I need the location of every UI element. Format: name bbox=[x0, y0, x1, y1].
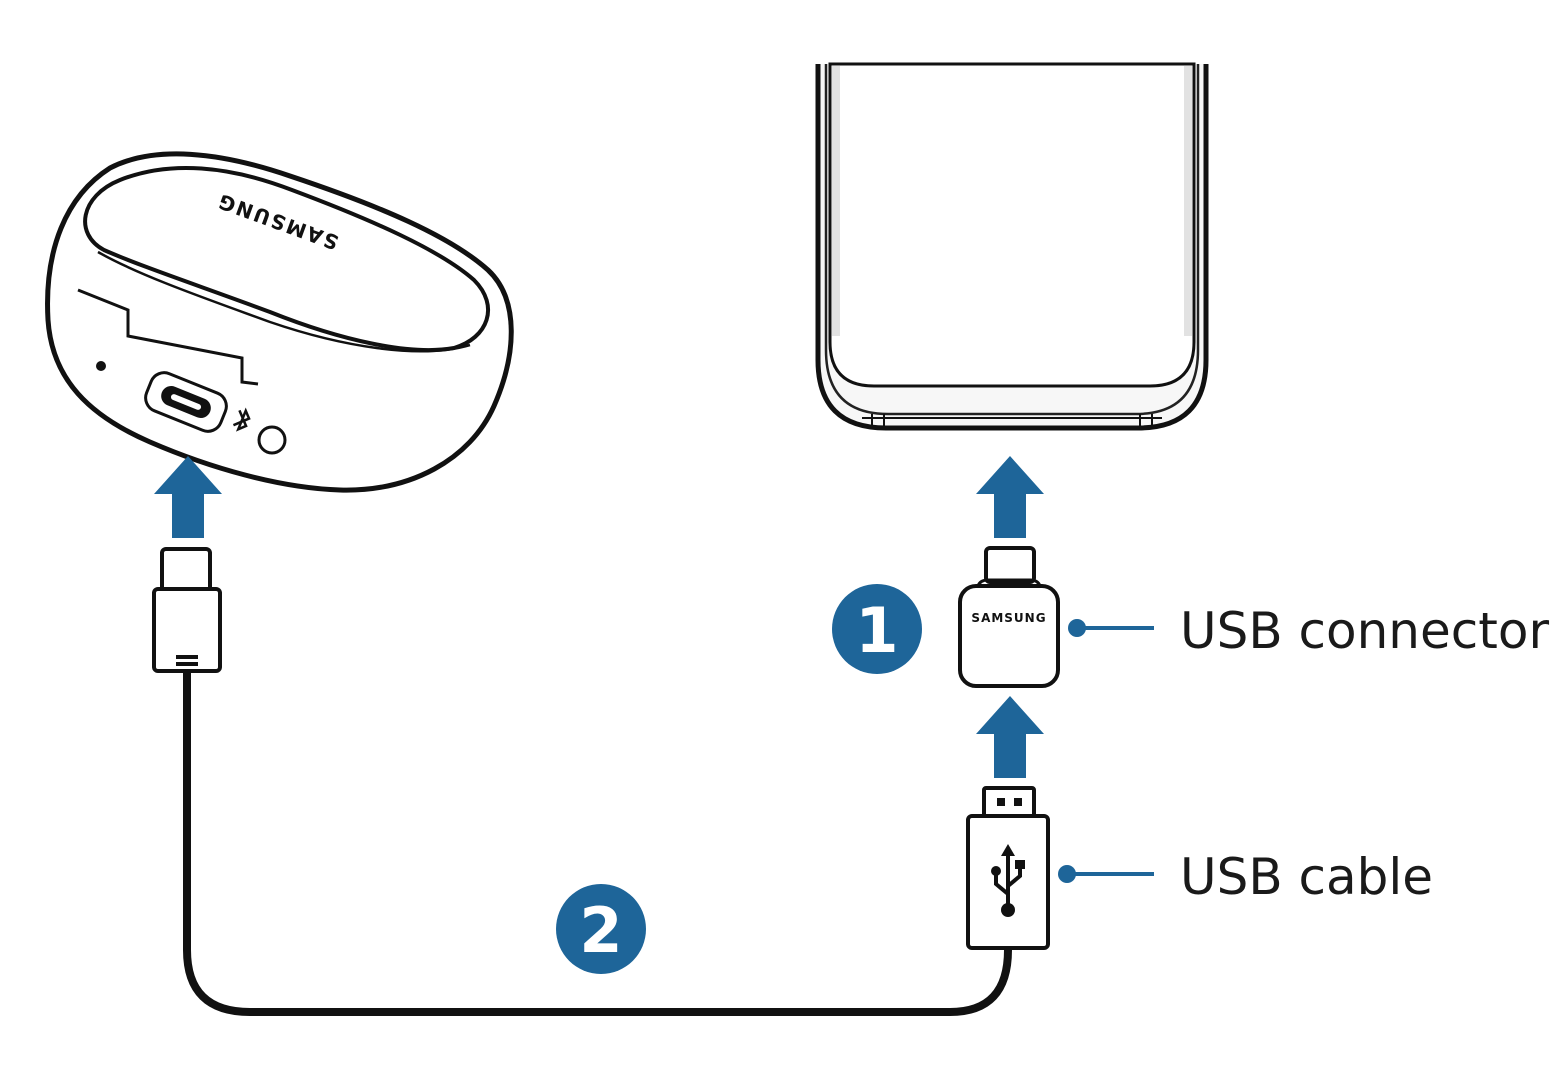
step-2-number: 2 bbox=[579, 894, 622, 967]
usb-symbol-icon bbox=[991, 844, 1025, 917]
bluetooth-icon bbox=[232, 407, 251, 432]
usb-connector-shoulder bbox=[976, 578, 1042, 587]
usb-c-port-icon bbox=[144, 371, 228, 433]
smartphone bbox=[815, 62, 1209, 431]
callout-usb-connector: USB connector bbox=[1068, 602, 1549, 660]
usb-c-plug bbox=[152, 547, 222, 673]
step-1-badge: 1 bbox=[832, 584, 922, 674]
usb-connector-tip bbox=[984, 546, 1036, 584]
arrow-up-icon bbox=[976, 456, 1044, 538]
usb-connector-brand-logo: SAMSUNG bbox=[971, 611, 1046, 625]
case-hinge-tab bbox=[77, 288, 259, 386]
step-2-badge: 2 bbox=[556, 884, 646, 974]
usb-cable-label: USB cable bbox=[1180, 848, 1433, 906]
step-1-number: 1 bbox=[855, 594, 898, 667]
usb-connector-body bbox=[958, 584, 1060, 688]
phone-edge-highlight-right bbox=[1184, 66, 1192, 336]
arrow-up-icon bbox=[976, 696, 1044, 778]
case-indicator-dot bbox=[96, 361, 106, 371]
usb-cable-wire bbox=[183, 671, 1012, 1016]
usb-a-plug-tip bbox=[982, 786, 1036, 820]
usb-connector: SAMSUNG bbox=[958, 546, 1060, 688]
case-lid-inner-line bbox=[97, 250, 471, 353]
arrow-up-icon bbox=[154, 456, 222, 538]
earbuds-case: SAMSUNG bbox=[45, 151, 514, 493]
usb-connector-label: USB connector bbox=[1180, 602, 1549, 660]
usb-c-plug-grip bbox=[176, 655, 198, 659]
phone-inner-edge bbox=[824, 64, 1200, 416]
usb-a-plug bbox=[966, 786, 1050, 950]
usb-c-plug-tip bbox=[160, 547, 212, 593]
phone-edge-highlight-left bbox=[832, 66, 840, 336]
usb-c-plug-grip bbox=[176, 662, 198, 666]
pairing-button bbox=[257, 425, 287, 455]
callout-usb-cable: USB cable bbox=[1058, 848, 1433, 906]
phone-screen bbox=[828, 62, 1196, 388]
